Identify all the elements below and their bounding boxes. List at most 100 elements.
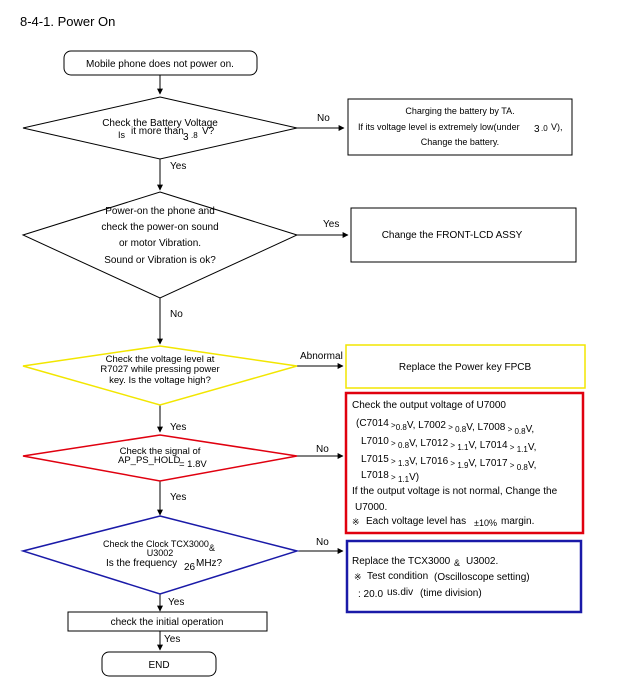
- u7000-line7: U7000.: [355, 502, 387, 513]
- segment-text: 1.9: [457, 461, 469, 470]
- label-yes-d1: Yes: [170, 161, 186, 172]
- label-yes-d2: Yes: [323, 219, 339, 230]
- segment-text: V, L7012: [409, 438, 449, 449]
- decision-clock-tcx3000: [20, 515, 300, 595]
- d5-line3c: MHz?: [196, 558, 223, 569]
- u7000-line8d: margin.: [501, 516, 534, 527]
- d5-line3a: Is the frequency: [106, 558, 177, 569]
- decision-r7027-voltage: [22, 345, 298, 406]
- d4-line2b: = 1.8V: [179, 459, 207, 470]
- fpcb-label: Replace the Power key FPCB: [399, 362, 532, 373]
- label-abnormal-d3: Abnormal: [300, 351, 343, 362]
- segment-text: V, L7002: [407, 420, 447, 431]
- label-yes-d4: Yes: [170, 492, 186, 503]
- tcx-line2a: ※: [354, 572, 362, 582]
- label-no-d1: No: [317, 113, 330, 124]
- u7000-line2: (C7014 >0.8V, L7002 > 0.8V, L7008 > 0.8V…: [356, 418, 534, 436]
- segment-text: >: [389, 421, 396, 430]
- segment-text: 0.8: [517, 463, 529, 472]
- u7000-line8b: Each voltage level has: [366, 516, 466, 527]
- end-terminal: [101, 651, 217, 677]
- tcx-line3b: us.div: [387, 587, 413, 598]
- connectors: [157, 75, 349, 651]
- segment-text: >: [389, 439, 398, 448]
- label-no-d2: No: [170, 309, 183, 320]
- label-yes-d5: Yes: [168, 597, 184, 608]
- segment-text: L7018: [361, 470, 389, 481]
- segment-text: V, L7017: [468, 458, 508, 469]
- charge-line1: Charging the battery by TA.: [405, 106, 514, 116]
- tcx-line1a: Replace the TCX3000: [352, 556, 451, 567]
- segment-text: 1.1: [517, 445, 529, 454]
- d1-line2d: .8: [191, 131, 198, 140]
- segment-text: >: [448, 441, 457, 450]
- segment-text: >: [389, 457, 398, 466]
- u7000-line1: Check the output voltage of U7000: [352, 400, 506, 411]
- d4-line2a: AP_PS_HOLD: [118, 455, 180, 466]
- d1-line2b: it more than: [131, 126, 184, 137]
- start-terminal: [63, 50, 258, 76]
- d2-line2: check the power-on sound: [101, 222, 218, 233]
- segment-text: L7015: [361, 454, 389, 465]
- segment-text: V,: [528, 460, 537, 471]
- segment-text: >: [505, 425, 514, 434]
- tcx-line3a: : 20.0: [358, 589, 383, 600]
- d2-line3: or motor Vibration.: [119, 238, 201, 249]
- tcx-line1c: U3002.: [466, 556, 498, 567]
- charge-line3: Change the battery.: [421, 137, 499, 147]
- page-title: 8-4-1. Power On: [20, 14, 115, 29]
- tcx-line2b: Test condition: [367, 571, 428, 582]
- box-change-lcd: [350, 207, 577, 263]
- segment-text: >: [389, 473, 398, 482]
- segment-text: L7010: [361, 436, 389, 447]
- u7000-line8a: ※: [352, 517, 360, 527]
- segment-text: V): [409, 472, 419, 483]
- d2-line4: Sound or Vibration is ok?: [104, 255, 216, 266]
- label-no-d4: No: [316, 444, 329, 455]
- d1-line2a: Is: [118, 130, 126, 140]
- u7000-line6: If the output voltage is not normal, Cha…: [352, 486, 558, 497]
- d5-line3b: 26: [184, 562, 196, 573]
- start-label: Mobile phone does not power on.: [86, 59, 234, 70]
- u7000-line5: L7018 > 1.1V): [361, 470, 419, 484]
- segment-text: 0.8: [455, 425, 467, 434]
- segment-text: >: [508, 443, 517, 452]
- box-check-u7000: [344, 391, 585, 535]
- u7000-line8c: ±10%: [474, 518, 497, 528]
- u7000-line4: L7015 > 1.3V, L7016 > 1.9V, L7017 > 0.8V…: [361, 454, 536, 472]
- decision-battery-voltage: [22, 96, 298, 160]
- label-no-d5: No: [316, 537, 329, 548]
- box-replace-tcx3000: [345, 539, 583, 614]
- tcx-line1b: &: [454, 558, 460, 568]
- segment-text: 0.8: [398, 441, 410, 450]
- tcx-line2c: (Oscilloscope setting): [434, 572, 530, 583]
- charge-line2b: 3: [534, 124, 540, 135]
- d3-line2: R7027 while pressing power: [100, 364, 219, 375]
- d4-line1: Check the signal of: [120, 446, 201, 457]
- box-charge-battery: [347, 98, 573, 156]
- segment-text: 1.3: [398, 459, 410, 468]
- segment-text: 0.8: [396, 423, 408, 432]
- tcx-line3c: (time division): [420, 588, 482, 599]
- d5-line1a: Check the Clock TCX3000: [103, 539, 209, 549]
- box-initial-operation: [67, 611, 268, 632]
- label-yes-d3: Yes: [170, 422, 186, 433]
- d5-line1b: &: [209, 543, 215, 553]
- charge-line2d: V),: [551, 122, 563, 132]
- charge-line2c: .0: [541, 124, 548, 133]
- d3-line1: Check the voltage level at: [106, 354, 215, 365]
- d3-line3: key. Is the voltage high?: [109, 375, 211, 386]
- d1-line1: Check the Battery Voltage: [102, 118, 218, 129]
- lcd-label: Change the FRONT-LCD ASSY: [382, 230, 523, 241]
- segment-text: (C7014: [356, 418, 389, 429]
- d2-line1: Power-on the phone and: [105, 206, 215, 217]
- segment-text: 0.8: [514, 427, 526, 436]
- decision-ap-ps-hold: [22, 434, 298, 482]
- segment-text: 1.1: [398, 475, 410, 484]
- u7000-line3: L7010 > 0.8V, L7012 > 1.1V, L7014 > 1.1V…: [361, 436, 536, 454]
- end-label: END: [148, 660, 169, 671]
- initial-label: check the initial operation: [111, 617, 224, 628]
- segment-text: >: [448, 459, 457, 468]
- decision-power-on-sound: [21, 191, 299, 299]
